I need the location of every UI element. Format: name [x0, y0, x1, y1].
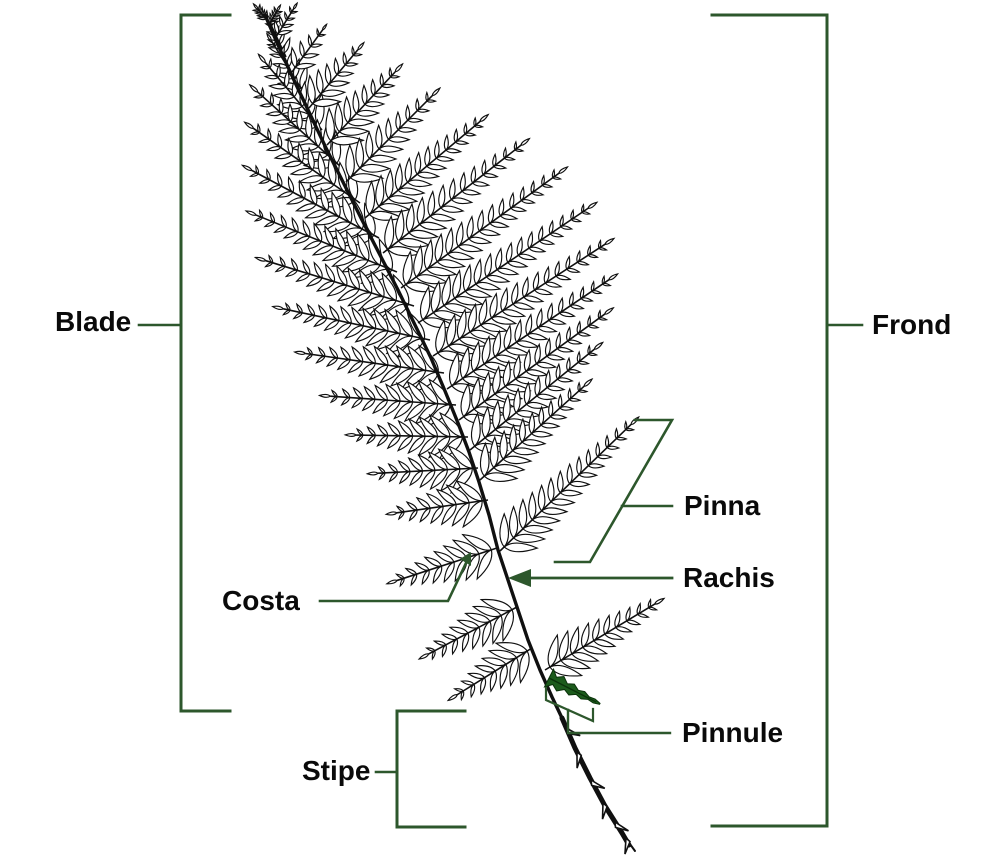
pinnule-bracket	[544, 686, 595, 723]
annotation-lines	[137, 13, 864, 829]
pinna-shape	[417, 201, 599, 329]
pinna-shape	[479, 377, 594, 482]
pinna-shape	[290, 22, 328, 73]
pinnule-connector-line	[566, 708, 672, 735]
pinna-shape	[343, 411, 469, 462]
pinna-shape	[251, 2, 268, 21]
pinna-shape	[364, 113, 490, 221]
label-costa: Costa	[222, 585, 300, 616]
pinna-bracket	[553, 418, 675, 564]
pinna-shape	[248, 83, 342, 170]
pinna-shape	[499, 415, 640, 553]
label-frond: Frond	[872, 309, 952, 340]
label-blade: Blade	[55, 306, 132, 337]
pinna-shape	[325, 62, 404, 146]
pinna-shape	[307, 41, 366, 109]
label-pinnule: Pinnule	[682, 717, 784, 748]
pinnule-highlight	[543, 667, 601, 705]
costa-arrowhead	[460, 552, 471, 566]
pinna-shape	[271, 302, 431, 359]
pinna-shape	[365, 445, 479, 495]
costa-pointer-line	[318, 561, 468, 603]
pinna-shape	[243, 121, 361, 208]
label-stipe: Stipe	[302, 755, 371, 786]
pinna-shape	[244, 208, 398, 284]
pinna-shape	[384, 479, 489, 529]
pinna-shape	[417, 598, 518, 661]
pinna-shape	[382, 137, 531, 257]
pinna-shape	[446, 642, 533, 702]
pinna-shape	[544, 597, 666, 677]
pinna-shape	[345, 86, 442, 183]
label-rachis: Rachis	[683, 562, 775, 593]
pinna-shape	[273, 1, 299, 38]
fern-illustration	[240, 1, 666, 855]
label-pinna: Pinna	[684, 490, 761, 521]
blade-bracket	[179, 13, 232, 713]
stipe-bracket	[395, 709, 467, 829]
rachis-arrowhead	[508, 569, 531, 587]
pinna-shape	[385, 533, 498, 588]
pinna-shape	[432, 237, 616, 362]
frond-bracket	[710, 13, 829, 828]
